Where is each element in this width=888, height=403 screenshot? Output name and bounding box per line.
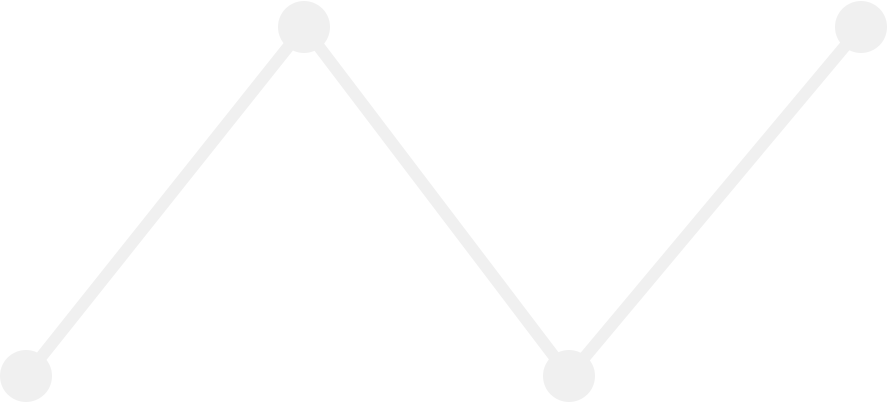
- node-circle-2: [278, 1, 330, 53]
- node-circle-1: [0, 350, 52, 402]
- connector-line-3: [563, 21, 867, 382]
- node-circle-4: [835, 1, 887, 53]
- connector-line-2: [298, 21, 575, 382]
- node-circle-3: [543, 350, 595, 402]
- connector-line-1: [20, 21, 310, 382]
